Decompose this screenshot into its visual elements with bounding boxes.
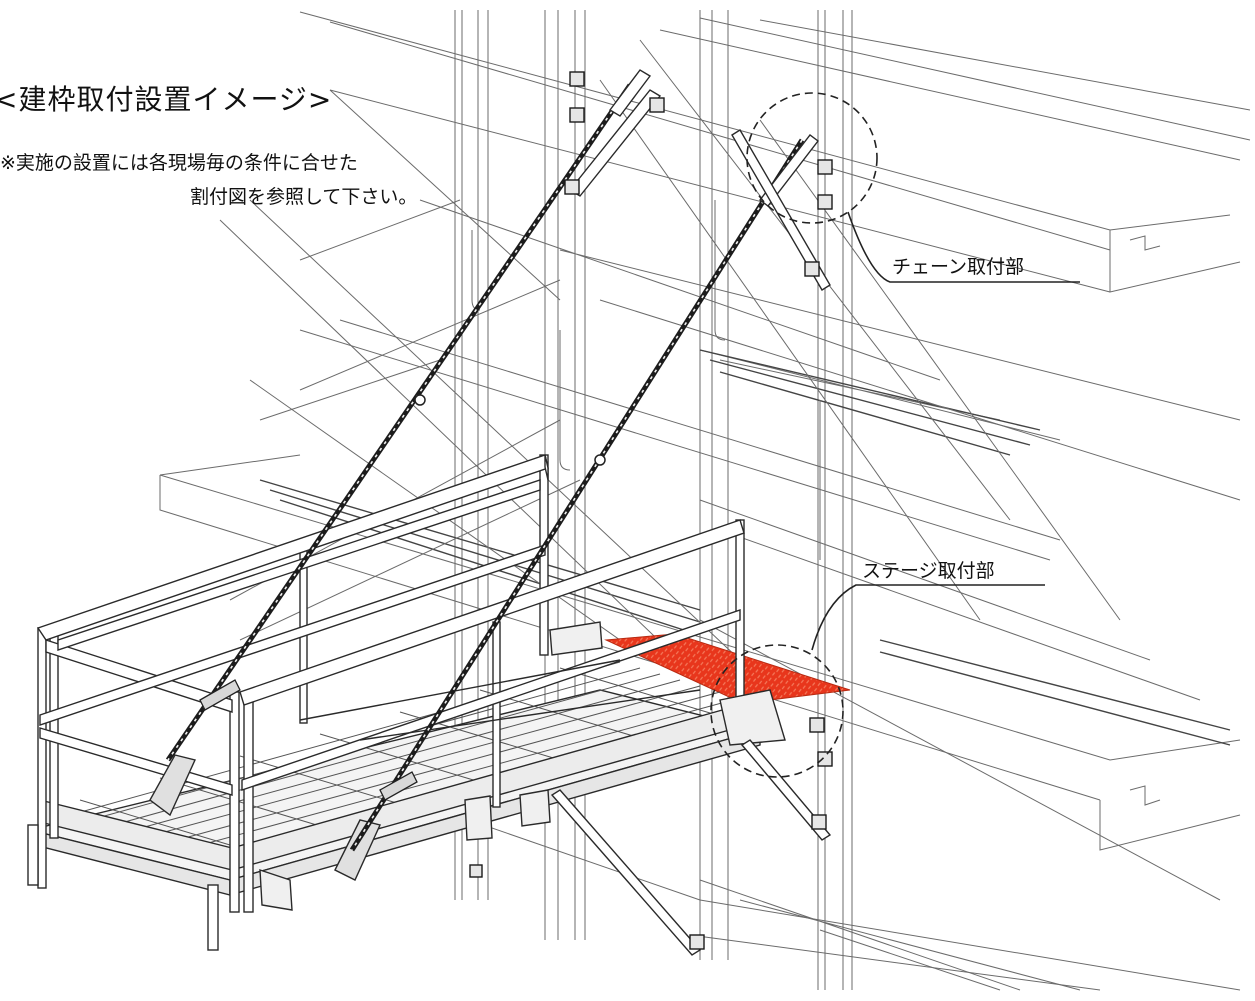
diagram-title: <建枠取付設置イメージ> — [0, 83, 333, 116]
stage-leader-line — [811, 584, 1045, 651]
stage-detail-circle — [710, 644, 844, 778]
checker-plate — [604, 633, 851, 703]
turnbuckles — [199, 679, 418, 801]
stage-platform — [27, 454, 786, 951]
chain-mount-label: チェーン取付部 — [892, 256, 1025, 278]
stage-mount-label: ステージ取付部 — [862, 560, 995, 582]
anchor-rods — [550, 69, 832, 956]
clamp-icon — [469, 71, 833, 950]
note-line-1: ※実施の設置には各現場毎の条件に合せた — [0, 152, 358, 174]
building-frame — [159, 10, 1251, 991]
chain-right — [349, 138, 805, 852]
chain-detail-circle — [746, 92, 878, 224]
chain-leader-line — [847, 211, 1080, 283]
note-line-2: 割付図を参照して下さい。 — [190, 186, 418, 208]
